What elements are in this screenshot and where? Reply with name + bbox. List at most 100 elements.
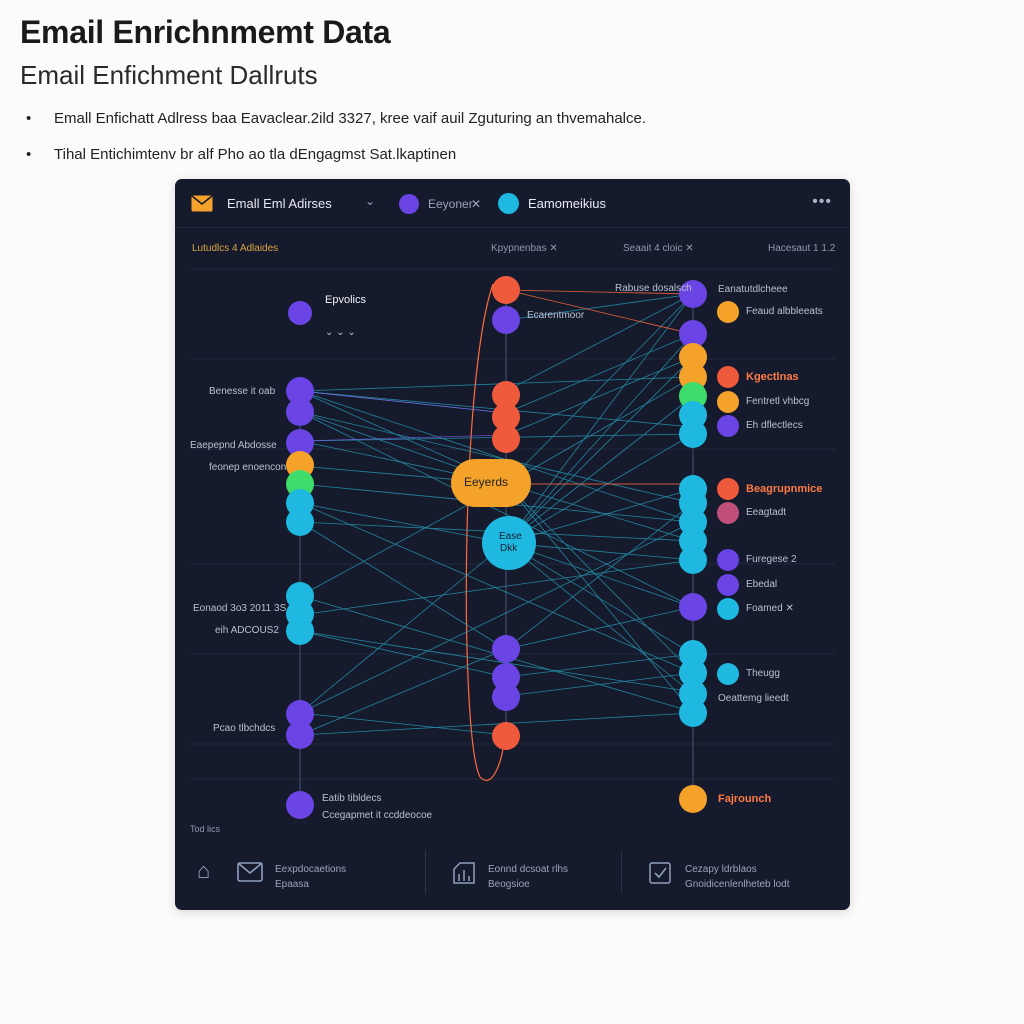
node-label: Eonaod 3o3 2011 3S [193,603,287,614]
graph-node [492,722,520,750]
graph-node [286,617,314,645]
graph-panel: Emall Eml Adirses ⌄ Eeyoner ✕ Eamomeikiu… [175,179,850,910]
bullet-text: Emall Enfichatt Adlress baa Eavaclear.2i… [54,110,647,127]
mail-icon[interactable] [237,862,263,882]
network-graph [190,268,835,819]
node-label: Furegese 2 [746,554,797,565]
checklist-icon[interactable] [648,861,672,885]
footer-item-sub: Gnoidicenlenlheteb lodt [685,879,790,890]
node-label: Kgectlnas [746,371,799,383]
graph-node [492,425,520,453]
footer-label: Tod lics [190,824,221,834]
panel-topbar: Emall Eml Adirses ⌄ Eeyoner ✕ Eamomeikiu… [175,179,850,228]
graph-node [286,791,314,819]
node-label: Pcao tlbchdcs [213,723,276,734]
bullet-text: Tihal Entichimtenv br alf Pho ao tla dEn… [54,146,457,163]
hub-node-label: Ease [499,531,522,542]
more-icon[interactable]: ••• [812,193,832,210]
left-nodes [286,301,314,819]
footer-item[interactable]: Eonnd dcsoat rlhs Beogsioe [488,862,568,892]
footer-item-sub: Beogsioe [488,879,530,890]
node-label: feonep enoencon [209,462,287,473]
home-icon[interactable]: ⌂ [197,858,211,883]
graph-node [679,420,707,448]
node-label: ⌄ ⌄ ⌄ [325,327,356,338]
footer-item-sub: Epaasa [275,879,309,890]
footer-item[interactable]: Cezapy ldrblaos Gnoidicenlenlheteb lodt [685,862,790,892]
chip-dot [399,194,419,214]
node-label: Theugg [746,668,780,679]
chevron-down-icon[interactable]: ⌄ [365,194,376,208]
node-label: Eh dflectlecs [746,420,803,431]
graph-node [679,699,707,727]
purple-edges [299,390,507,442]
envelope-icon [191,195,213,212]
node-label: Epvolics [325,294,366,306]
graph-node [679,343,707,371]
chart-icon[interactable] [452,861,476,885]
bullet-dot: • [26,146,32,163]
orange-edges [505,289,694,485]
footer-divider [621,850,622,894]
loop-edge [465,283,506,781]
graph-node [492,381,520,409]
hub-node-label: Dkk [500,543,518,554]
node-label: Ecarentmoor [527,310,585,321]
graph-node [286,508,314,536]
right-legend-dots [717,301,739,685]
node-label: Eaepepnd Abdosse [190,440,277,451]
footer-item-title: Cezapy ldrblaos [685,864,757,875]
graph-node [679,320,707,348]
graph-node [492,403,520,431]
node-label: Eanatutdlcheee [718,284,788,295]
graph-node [679,280,707,308]
panel-footer: Tod lics ⌂ Eexpdocaetions Epaasa Eonnd d… [175,824,850,910]
graph-hub-node [482,516,536,570]
graph-node [679,546,707,574]
node-label: eih ADCOUS2 [215,625,279,636]
node-label: Eatib tibldecs [322,793,382,804]
column-header[interactable]: Hacesaut 1 1.2 [768,243,836,254]
graph-node [286,721,314,749]
node-label: Oeattemg lieedt [718,693,789,704]
graph-hub-node [451,459,531,507]
graph-node [286,429,314,457]
filter-chip-label[interactable]: Eeyoner [428,197,473,211]
page-subtitle: Email Enfichment Dallruts [20,60,318,90]
footer-divider [425,850,426,894]
column-header[interactable]: Lutudlcs 4 Adlaides [192,243,279,254]
node-label: Ebedal [746,579,778,590]
graph-node [286,700,314,728]
graph-node [679,659,707,687]
node-label: Eeagtadt [746,507,787,518]
footer-item[interactable]: Eexpdocaetions Epaasa [275,862,346,892]
footer-item-title: Eexpdocaetions [275,864,347,875]
page-title: Email Enrichnmemt Data [20,14,391,50]
node-label: Beagrupnmice [746,483,823,495]
right-nodes [679,280,707,813]
node-label: Ccegapmet it ccddeocoe [322,810,433,821]
graph-node [679,785,707,813]
node-label: Fentretl vhbcg [746,396,810,407]
footer-item-title: Eonnd dcsoat rlhs [488,864,569,875]
column-header[interactable]: Seaait 4 cloic ✕ [623,243,694,254]
node-label: Foamed ✕ [746,603,794,614]
graph-node [286,398,314,426]
graph-node [286,377,314,405]
graph-node [492,663,520,691]
graph-node [492,683,520,711]
graph-node [288,301,312,325]
node-label: Feaud albbleeats [746,306,823,317]
filter-chip-label[interactable]: Eamomeikius [528,196,607,211]
node-label: Rabuse dosalsch [615,283,692,294]
graph-node [492,635,520,663]
graph-node [679,593,707,621]
bullet-dot: • [26,110,32,127]
close-icon[interactable]: ✕ [471,197,482,211]
graph-node [492,276,520,304]
chip-dot [498,193,519,214]
topbar-title[interactable]: Emall Eml Adirses [227,196,332,211]
node-label: Fajrounch [718,793,772,805]
graph-node [492,306,520,334]
column-header[interactable]: Kpypnenbas ✕ [491,243,558,254]
